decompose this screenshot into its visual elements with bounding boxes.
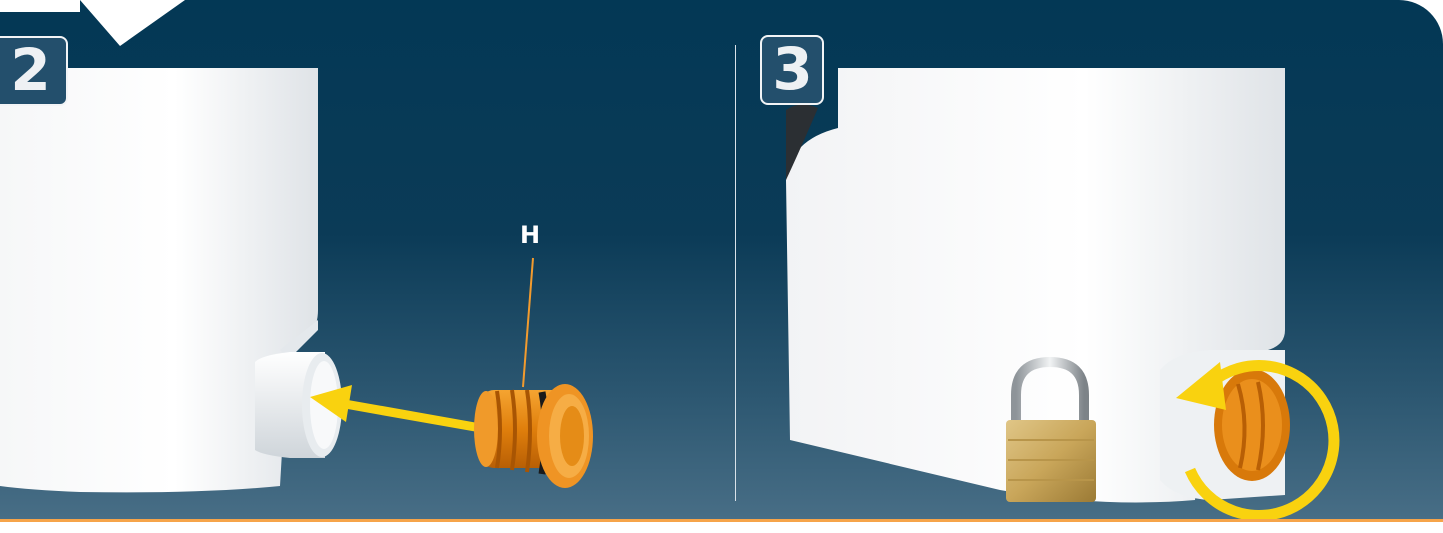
- step-number-2: 2: [0, 36, 68, 106]
- instruction-panel: H: [0, 0, 1443, 520]
- bottom-accent-line: [0, 519, 1443, 522]
- sealed-plug-icon: [1214, 369, 1290, 481]
- step-3-illustration: [0, 0, 1443, 520]
- step-number-3: 3: [760, 35, 824, 105]
